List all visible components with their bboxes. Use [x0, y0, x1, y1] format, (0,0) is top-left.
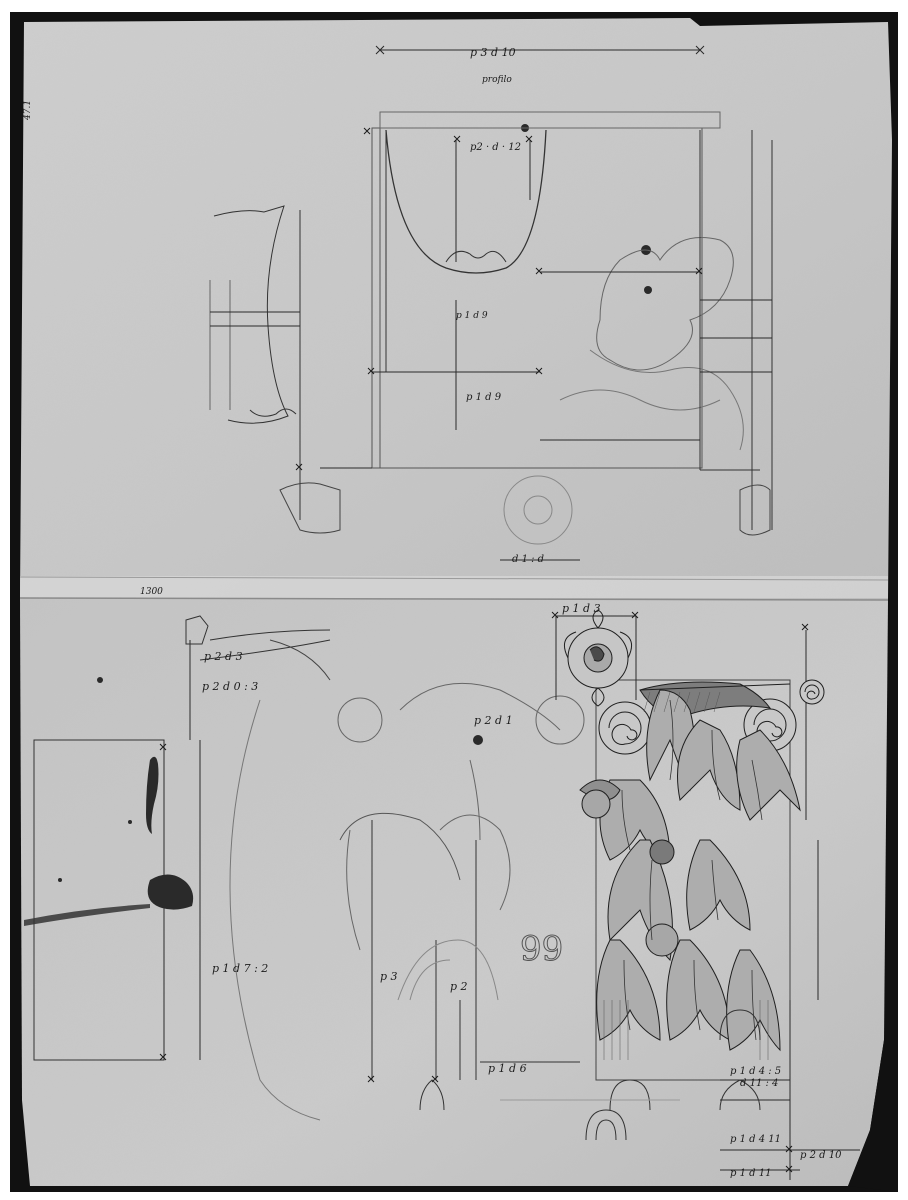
label-bottom-measure: d 1 : d [512, 554, 544, 565]
label-center-note: p 1 d 9 [456, 311, 488, 321]
hatching [603, 691, 769, 1060]
label-right-b: d 11 : 4 [740, 1078, 778, 1089]
label-right-c: p 1 d 4 11 [730, 1134, 781, 1145]
lower-drawings: 99 [33, 615, 860, 1180]
corinthian-capital [563, 609, 825, 1060]
dimension-markers [159, 127, 809, 1173]
label-p2d1: p 2 d 1 [474, 714, 513, 727]
label-accession: 47.1 [23, 100, 33, 121]
label-top-note: profilo [482, 75, 512, 85]
label-right-d: p 2 d 10 [800, 1150, 842, 1161]
acanthus-leaves [596, 689, 801, 1052]
label-right-a: p 1 d 4 : 5 [730, 1066, 781, 1077]
lower-arch-details [419, 1009, 761, 1141]
label-p2d03: p 2 d 0 : 3 [202, 680, 258, 693]
label-p2: p 2 [450, 980, 468, 993]
annotation-labels: p 3 d 10 profilo p2 · d · 12 p 1 d 9 p 1… [23, 46, 842, 1179]
ink-stain [24, 124, 652, 926]
label-p1d3: p 1 d 3 [562, 602, 601, 615]
label-fold-note: 1300 [140, 587, 163, 597]
label-p2d3: p 2 d 3 [204, 650, 243, 663]
upper-drawings [209, 45, 773, 561]
label-top-p2d: p2 · d · 12 [470, 142, 521, 153]
label-top-measure: p 3 d 10 [470, 46, 516, 59]
torn-corner [848, 1040, 898, 1192]
leaf-veins [621, 699, 763, 1041]
fleuron [579, 779, 679, 957]
abacus-rosette [563, 609, 633, 707]
fold-line [19, 576, 889, 601]
svg-text:99: 99 [520, 929, 563, 969]
label-p1d7: p 1 d 7 : 2 [212, 962, 268, 975]
label-right-e: p 1 d 11 [730, 1168, 771, 1179]
label-p3: p 3 [380, 970, 398, 983]
label-mid-p1d9: p 1 d 9 [466, 392, 502, 403]
label-p1d6: p 1 d 6 [488, 1062, 527, 1075]
